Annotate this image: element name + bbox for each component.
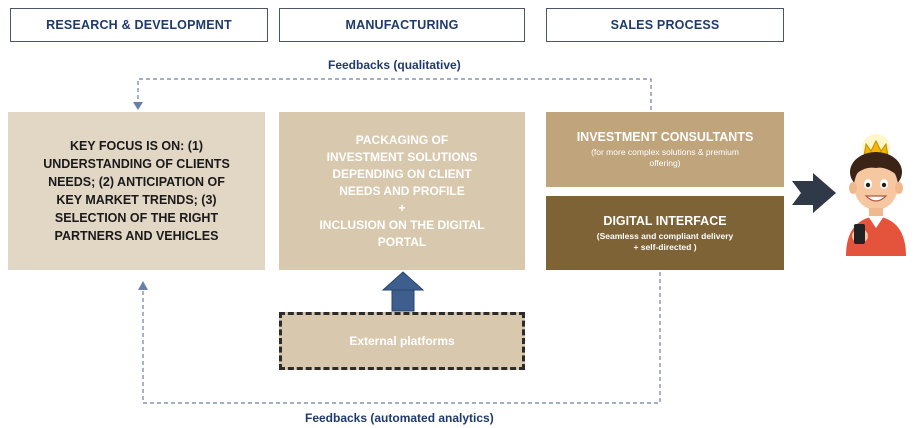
header-manufacturing: MANUFACTURING: [279, 8, 525, 42]
feedback-automated-label: Feedbacks (automated analytics): [305, 411, 494, 425]
investment-consultants-box: INVESTMENT CONSULTANTS (for more complex…: [546, 112, 784, 187]
feedback-top-arrowhead: [133, 102, 143, 110]
manufacturing-box: PACKAGING OF INVESTMENT SOLUTIONS DEPEND…: [279, 112, 525, 270]
rd-line: SELECTION OF THE RIGHT: [54, 211, 219, 225]
feedback-qualitative-label: Feedbacks (qualitative): [328, 58, 461, 72]
rd-line: PARTNERS AND VEHICLES: [54, 229, 219, 243]
manufacturing-line: PORTAL: [377, 234, 427, 249]
rd-line: UNDERSTANDING OF CLIENTS: [43, 157, 230, 171]
manufacturing-line: INCLUSION ON THE DIGITAL: [319, 217, 485, 232]
manufacturing-line: NEEDS AND PROFILE: [339, 183, 465, 198]
header-research-development: RESEARCH & DEVELOPMENT: [10, 8, 268, 42]
feedback-top-loop: [137, 78, 652, 110]
rd-focus-box: KEY FOCUS IS ON: (1) UNDERSTANDING OF CL…: [8, 112, 265, 270]
feedback-bottom-loop: [142, 272, 661, 404]
external-platforms-label: External platforms: [349, 334, 455, 348]
manufacturing-line: DEPENDING ON CLIENT: [332, 166, 472, 181]
rd-line: KEY MARKET TRENDS; (3): [56, 193, 217, 207]
right-arrow-icon: [792, 173, 836, 213]
digital-interface-box: DIGITAL INTERFACE (Seamless and complian…: [546, 196, 784, 270]
feedback-bottom-arrowhead: [138, 281, 148, 290]
consultants-subtitle: offering): [649, 158, 681, 168]
header-sales-process: SALES PROCESS: [546, 8, 784, 42]
client-with-crown-and-phone-icon: [846, 134, 906, 256]
digital-subtitle: + self-directed ): [633, 241, 697, 252]
up-arrow-icon: [381, 271, 425, 312]
manufacturing-line: INVESTMENT SOLUTIONS: [326, 149, 478, 164]
digital-title: DIGITAL INTERFACE: [603, 213, 727, 228]
digital-subtitle: (Seamless and compliant delivery: [596, 230, 734, 241]
manufacturing-line: PACKAGING OF: [355, 132, 449, 147]
manufacturing-plus: +: [398, 200, 406, 215]
external-platforms-box: External platforms: [279, 312, 525, 370]
rd-line: NEEDS; (2) ANTICIPATION OF: [48, 175, 225, 189]
consultants-title: INVESTMENT CONSULTANTS: [576, 130, 754, 144]
consultants-subtitle: (for more complex solutions & premium: [591, 147, 739, 157]
rd-line: KEY FOCUS IS ON: (1): [69, 139, 204, 153]
